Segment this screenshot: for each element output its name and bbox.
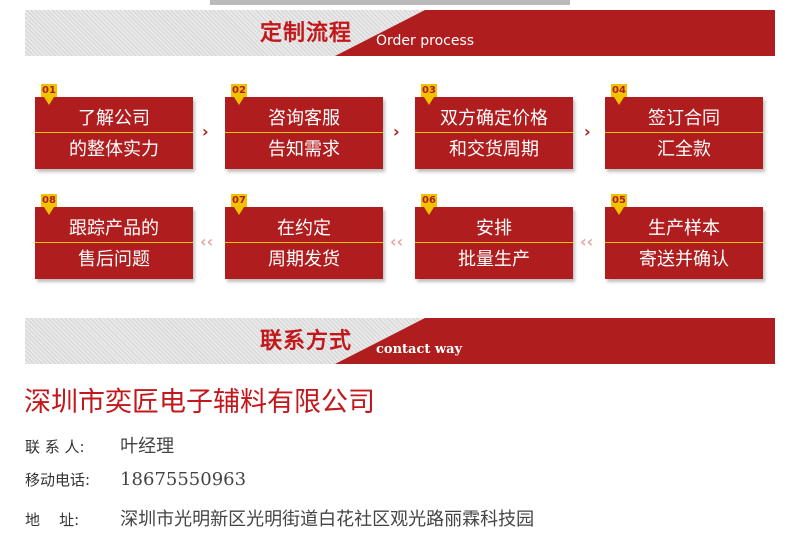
arrow-left-icon: ‹‹	[390, 232, 404, 251]
contact-way-banner: 联系方式 contact way	[25, 318, 775, 364]
process-step-08: 08 跟踪产品的 售后问题	[35, 194, 193, 279]
step-number-badge: 06	[421, 194, 437, 215]
step-line2: 告知需求	[268, 139, 340, 160]
step-line1: 签订合同	[648, 108, 720, 129]
step-line1: 跟踪产品的	[69, 218, 159, 239]
process-step-04: 04 签订合同 汇全款	[605, 84, 763, 169]
contact-way-title: 联系方式	[260, 329, 353, 354]
step-number-badge: 05	[611, 194, 627, 215]
process-step-07: 07 在约定 周期发货	[225, 194, 383, 279]
contact-person-row: 联 系 人: 叶经理	[25, 432, 174, 458]
address-row: 地 址: 深圳市光明新区光明街道白花社区观光路丽霖科技园	[25, 505, 534, 531]
step-number-badge: 08	[41, 194, 57, 215]
step-line2: 汇全款	[657, 139, 711, 160]
step-line2: 和交货周期	[449, 139, 539, 160]
mobile-phone-row: 移动电话: 18675550963	[25, 469, 246, 490]
step-number-badge: 03	[421, 84, 437, 105]
step-divider-line	[605, 242, 763, 243]
arrow-left-icon: ‹‹	[200, 232, 214, 251]
order-process-banner: 定制流程 Order process	[25, 10, 775, 56]
banner-red-band	[335, 318, 775, 364]
step-number-badge: 02	[231, 84, 247, 105]
step-line2: 批量生产	[458, 249, 530, 270]
process-step-06: 06 安排 批量生产	[415, 194, 573, 279]
contact-person-label: 联 系 人:	[25, 438, 85, 456]
step-line1: 双方确定价格	[440, 108, 548, 129]
step-divider-line	[35, 242, 193, 243]
step-divider-line	[605, 132, 763, 133]
step-line1: 咨询客服	[268, 108, 340, 129]
step-line1: 了解公司	[78, 108, 150, 129]
process-step-02: 02 咨询客服 告知需求	[225, 84, 383, 169]
step-line2: 的整体实力	[69, 139, 159, 160]
step-divider-line	[225, 242, 383, 243]
company-name: 深圳市奕匠电子辅料有限公司	[24, 387, 375, 418]
step-divider-line	[35, 132, 193, 133]
mobile-phone-value: 18675550963	[120, 469, 247, 490]
process-step-05: 05 生产样本 寄送并确认	[605, 194, 763, 279]
step-line2: 寄送并确认	[639, 249, 729, 270]
address-label: 地 址:	[25, 511, 80, 529]
step-divider-line	[225, 132, 383, 133]
arrow-right-icon: ›	[584, 122, 591, 141]
step-line2: 周期发货	[268, 249, 340, 270]
process-step-03: 03 双方确定价格 和交货周期	[415, 84, 573, 169]
contact-person-value: 叶经理	[120, 436, 175, 457]
step-line1: 在约定	[277, 218, 331, 239]
step-number-badge: 07	[231, 194, 247, 215]
step-line1: 安排	[476, 218, 512, 239]
order-process-title: 定制流程	[260, 21, 353, 46]
step-line2: 售后问题	[78, 249, 150, 270]
step-divider-line	[415, 132, 573, 133]
address-value: 深圳市光明新区光明街道白花社区观光路丽霖科技园	[120, 509, 535, 530]
arrow-left-icon: ‹‹	[580, 232, 594, 251]
step-divider-line	[415, 242, 573, 243]
order-process-subtitle: Order process	[376, 33, 475, 49]
arrow-right-icon: ›	[202, 122, 209, 141]
mobile-phone-label: 移动电话:	[25, 471, 91, 489]
step-line1: 生产样本	[648, 218, 720, 239]
top-banner-remnant	[210, 0, 570, 5]
process-step-01: 01 了解公司 的整体实力	[35, 84, 193, 169]
arrow-right-icon: ›	[393, 122, 400, 141]
contact-way-subtitle: contact way	[376, 342, 463, 357]
step-number-badge: 04	[611, 84, 627, 105]
step-number-badge: 01	[41, 84, 57, 105]
